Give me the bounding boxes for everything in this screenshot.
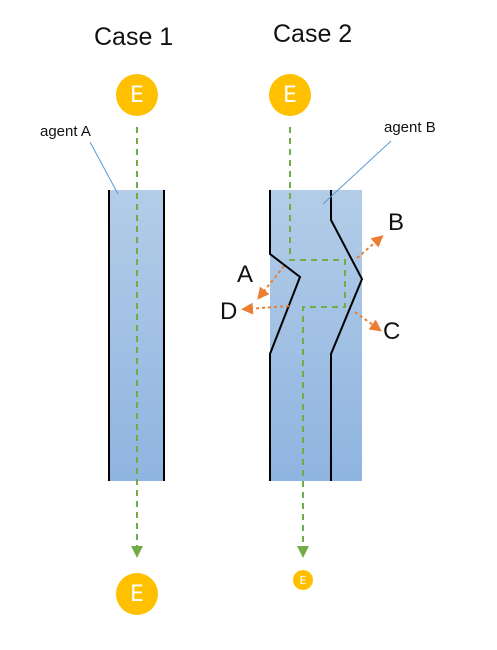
case1-energy-output-icon: E	[116, 573, 158, 615]
agent-b-body	[270, 190, 362, 481]
scatter-arrow-c	[354, 311, 382, 332]
scatter-arrow-d	[241, 302, 290, 315]
case2-title: Case 2	[273, 20, 353, 48]
agent-a-leader-line	[89, 141, 119, 195]
point-label-b: B	[388, 209, 405, 236]
scatter-arrow-a	[257, 265, 285, 300]
point-label-a: A	[237, 261, 254, 288]
case2-agent-block	[269, 190, 364, 481]
case2-energy-input-icon: E	[269, 74, 311, 116]
agent-b-leader-line	[322, 140, 392, 205]
point-label-d: D	[220, 298, 238, 325]
case1-title: Case 1	[94, 23, 174, 51]
agent-a-label: agent A	[40, 123, 91, 140]
case1-energy-input-icon: E	[116, 74, 158, 116]
agent-b-left-boundary	[269, 190, 302, 481]
scatter-arrow-b	[356, 235, 384, 259]
case2-energy-path	[289, 127, 346, 558]
agent-b-right-boundary	[330, 190, 364, 481]
agent-b-label: agent B	[384, 119, 436, 136]
case2-energy-output-icon: E	[293, 570, 313, 590]
point-label-c: C	[383, 318, 401, 345]
